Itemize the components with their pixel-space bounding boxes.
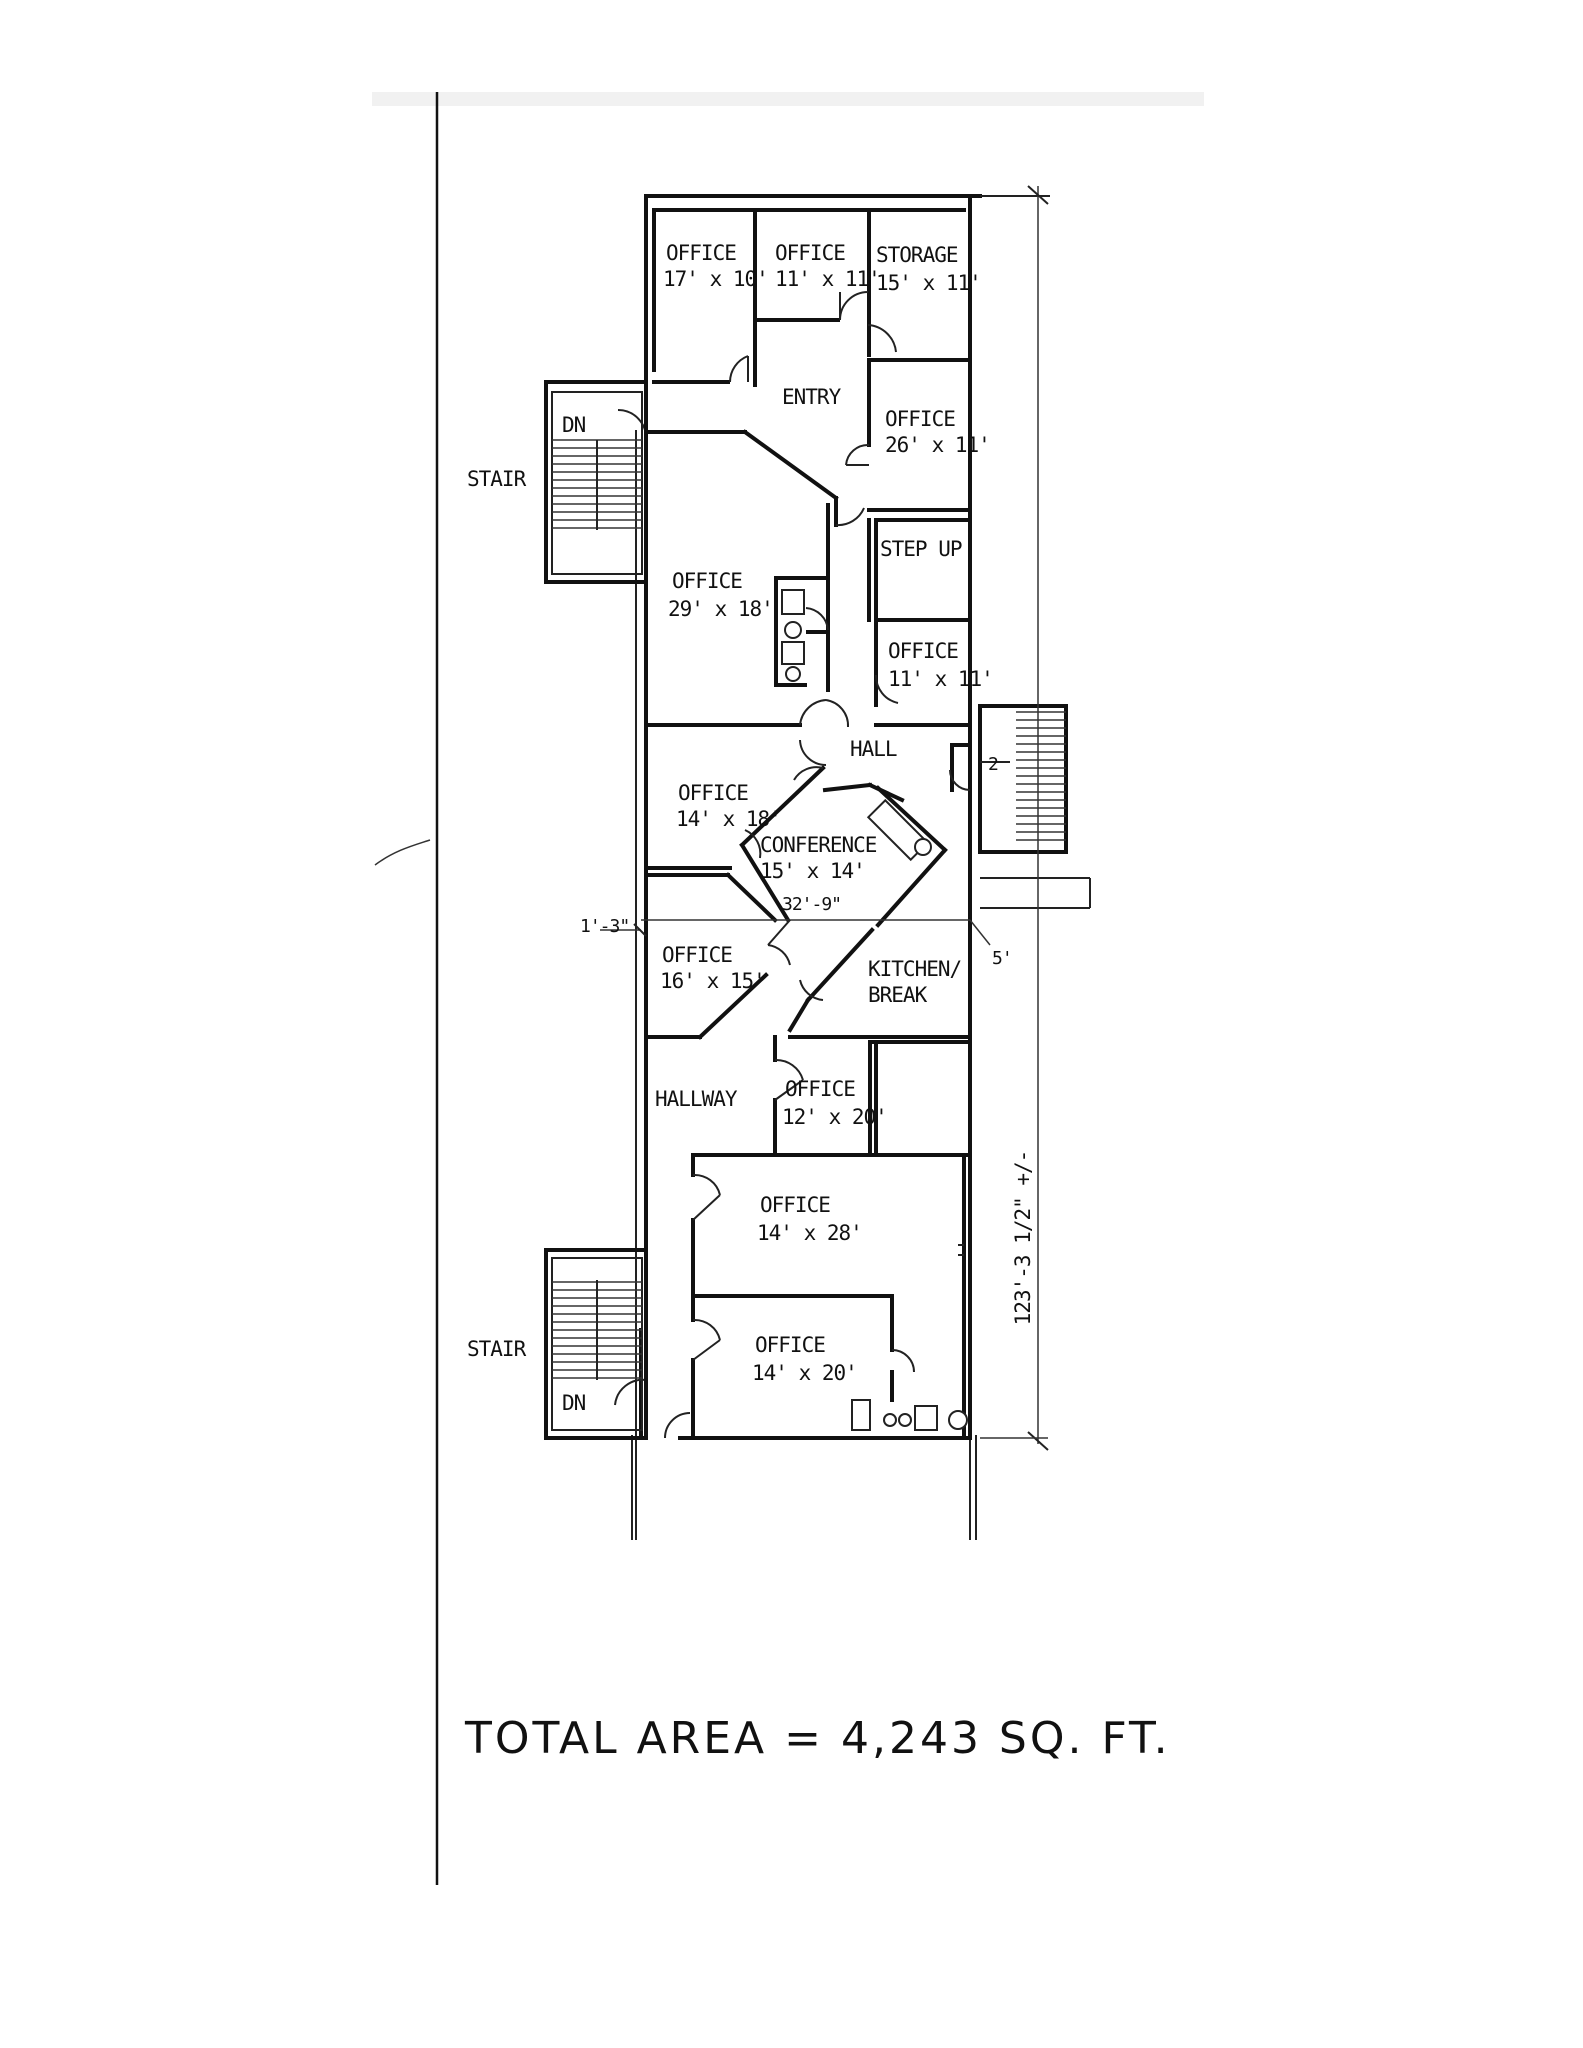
room-storage-name: STORAGE xyxy=(876,243,958,267)
room-office-8-size: 12' x 20' xyxy=(782,1105,887,1129)
room-kitchen-name-line2: BREAK xyxy=(868,983,928,1007)
room-office-5-name: OFFICE xyxy=(888,639,958,663)
dimension-inner-width: 32'-9" xyxy=(782,894,841,915)
stair-labels: STAIR DN STAIR DN 2 xyxy=(467,413,999,1415)
dimension-lines xyxy=(374,185,1049,1451)
dimension-left-offset: 1'-3" xyxy=(580,916,629,937)
room-office-7-name: OFFICE xyxy=(662,943,732,967)
restroom-fixtures xyxy=(781,589,968,1431)
interior-walls xyxy=(641,208,972,1440)
toilet-icon xyxy=(781,589,805,615)
toilet-icon xyxy=(851,1399,871,1431)
room-office-2-size: 11' x 11' xyxy=(775,267,880,291)
room-kitchen-name: KITCHEN/ xyxy=(868,957,962,981)
room-office-8-name: OFFICE xyxy=(785,1077,855,1101)
scan-shadow xyxy=(372,92,1204,106)
room-office-4-size: 29' x 18' xyxy=(668,597,773,621)
room-office-1-name: OFFICE xyxy=(666,241,736,265)
room-office-1-size: 17' x 10' xyxy=(663,267,768,291)
stair-lower-dn: DN xyxy=(562,1391,586,1415)
room-office-10-size: 14' x 20' xyxy=(752,1361,857,1385)
stair-lower-label: STAIR xyxy=(467,1337,527,1361)
stair-upper xyxy=(544,380,648,584)
room-storage-size: 15' x 11' xyxy=(876,271,981,295)
room-hall-name: HALL xyxy=(850,737,897,761)
room-office-5-size: 11' x 11' xyxy=(888,667,993,691)
sink-icon xyxy=(914,838,932,856)
room-office-9-size: 14' x 28' xyxy=(757,1221,862,1245)
room-entry-name: ENTRY xyxy=(782,385,842,409)
room-office-3-size: 26' x 11' xyxy=(885,433,990,457)
dimension-labels: 32'-9" 1'-3" 5' 123'-3 1/2" +/- xyxy=(580,894,1035,1325)
toilet-icon xyxy=(784,621,802,639)
room-labels: OFFICE 17' x 10' OFFICE 11' x 11' STORAG… xyxy=(655,241,994,1385)
stair-east xyxy=(978,704,1091,909)
stair-lower xyxy=(544,1248,648,1440)
room-office-7-size: 16' x 15' xyxy=(660,969,765,993)
toilet-icon xyxy=(914,1405,938,1431)
stair-upper-label: STAIR xyxy=(467,467,527,491)
total-area-caption: TOTAL AREA = 4,243 SQ. FT. xyxy=(464,1713,1171,1764)
room-office-2-name: OFFICE xyxy=(775,241,845,265)
dimension-overall-length: 123'-3 1/2" +/- xyxy=(1011,1151,1035,1326)
room-office-4-name: OFFICE xyxy=(672,569,742,593)
toilet-icon xyxy=(948,1410,968,1430)
room-office-6-size: 14' x 18' xyxy=(676,807,781,831)
dimension-right-offset: 5' xyxy=(992,948,1012,969)
room-conference-name: CONFERENCE xyxy=(760,833,877,857)
room-office-6-name: OFFICE xyxy=(678,781,748,805)
room-office-10-name: OFFICE xyxy=(755,1333,825,1357)
sink-icon xyxy=(898,1413,912,1427)
toilet-icon xyxy=(781,641,805,665)
room-step-up-name: STEP UP xyxy=(880,537,962,561)
door-swings xyxy=(614,291,971,1439)
room-office-3-name: OFFICE xyxy=(885,407,955,431)
room-hallway-name: HALLWAY xyxy=(655,1087,738,1111)
room-office-9-name: OFFICE xyxy=(760,1193,830,1217)
room-conference-size: 15' x 14' xyxy=(760,859,865,883)
stair-east-mark: 2 xyxy=(988,754,998,775)
stair-upper-dn: DN xyxy=(562,413,586,437)
sink-icon xyxy=(883,1413,897,1427)
sink-icon xyxy=(785,666,801,682)
